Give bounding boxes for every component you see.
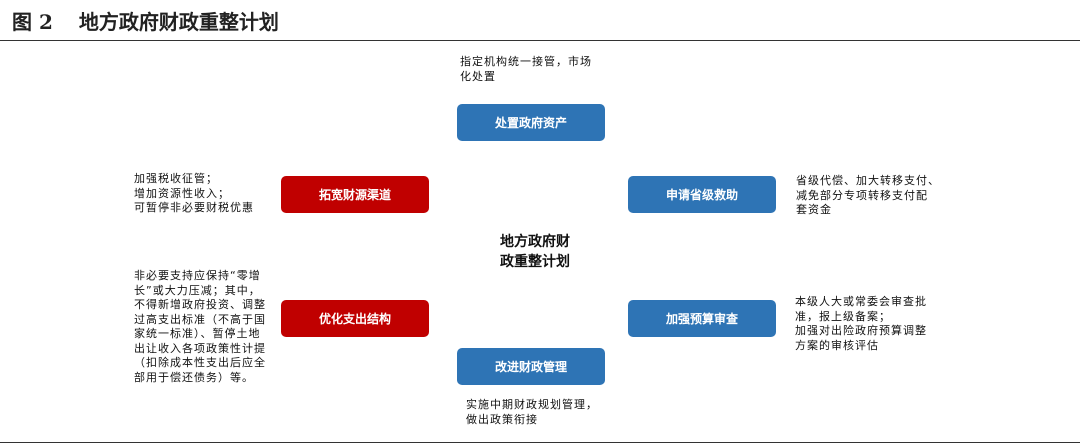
note-dispose-assets: 指定机构统一接管，市场 化处置 [460, 55, 592, 83]
node-dispose-assets: 处置政府资产 [457, 104, 605, 141]
note-improve-management: 实施中期财政规划管理， 做出政策衔接 [466, 398, 598, 426]
note-optimize-spending: 非必要支持应保持“零增 长”或大力压减；其中， 不得新增政府投资、调整 过高支出… [134, 269, 266, 384]
note-expand-revenue: 加强税收征管； 增加资源性收入； 可暂停非必要财税优惠 [134, 172, 254, 214]
figure-title-text: 地方政府财政重整计划 [78, 10, 279, 34]
note-budget-review: 本级人大或常委会审查批 准，报上级备案； 加强对出险政府预算调整 方案的审核评估 [795, 295, 927, 352]
node-provincial-aid: 申请省级救助 [628, 176, 776, 213]
note-provincial-aid: 省级代偿、加大转移支付、 减免部分专项转移支付配 套资金 [796, 174, 940, 216]
node-budget-review: 加强预算审查 [628, 300, 776, 337]
figure-number: 图 2 [12, 10, 53, 34]
center-label: 地方政府财 政重整计划 [500, 234, 570, 270]
bottom-rule [0, 442, 1080, 443]
node-improve-management: 改进财政管理 [457, 348, 605, 385]
node-optimize-spending: 优化支出结构 [281, 300, 429, 337]
figure-title: 图 2 地方政府财政重整计划 [12, 6, 279, 35]
node-expand-revenue: 拓宽财源渠道 [281, 176, 429, 213]
top-rule [0, 40, 1080, 41]
